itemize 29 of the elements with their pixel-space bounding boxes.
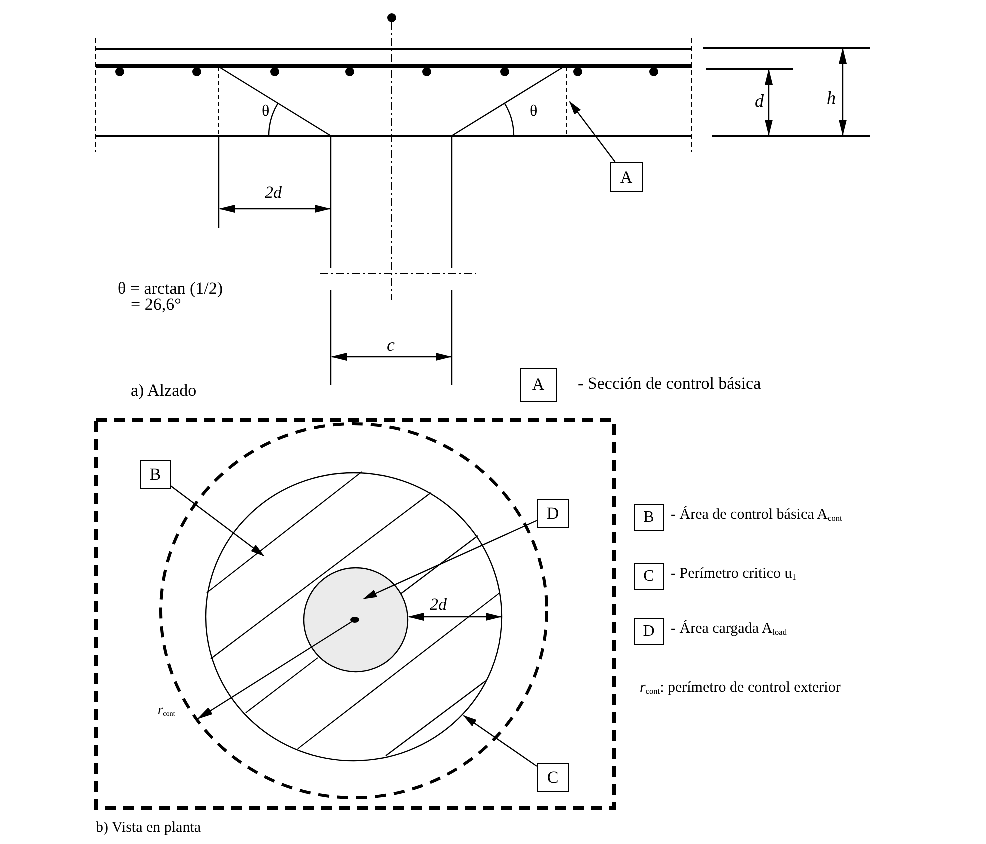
- callout-box: B: [140, 460, 171, 489]
- leader-line: [363, 520, 538, 600]
- annotation-text: θ: [530, 103, 538, 121]
- annotation-text: r$_{cont}$: [158, 703, 176, 719]
- annotation-text: a) Alzado: [131, 382, 197, 401]
- leader-line: [463, 715, 538, 767]
- annotation-text: 2d: [430, 596, 447, 615]
- leader-line: [569, 101, 616, 162]
- annotation-text: = 26,6°: [131, 296, 182, 315]
- annotation-text: - Área cargada A$_{load}$: [671, 621, 787, 638]
- annotation-text: - Sección de control básica: [578, 375, 762, 394]
- callout-box: A: [610, 162, 643, 192]
- callout-box: C: [537, 763, 569, 792]
- annotation-text: d: [755, 92, 764, 112]
- callout-box: D: [537, 499, 569, 528]
- annotation-text: r$_{cont}$: perímetro de control exterior: [640, 680, 841, 696]
- key-letter: A: [520, 368, 557, 402]
- annotation-text: θ = arctan (1/2): [118, 280, 224, 298]
- annotation-text: h: [827, 89, 836, 109]
- key-letter: B: [634, 504, 664, 531]
- annotation-text: 2d: [265, 184, 282, 203]
- annotation-text: θ: [262, 103, 270, 121]
- leader-line: [170, 486, 265, 557]
- key-letter: D: [634, 618, 664, 645]
- annotation-text: b) Vista en planta: [96, 820, 202, 836]
- annotation-text: c: [387, 336, 395, 356]
- annotation-text: - Área de control básica A$_{cont}$: [671, 507, 842, 524]
- annotation-text: - Perímetro critico u$_{1}$: [671, 566, 796, 582]
- key-letter: C: [634, 563, 664, 590]
